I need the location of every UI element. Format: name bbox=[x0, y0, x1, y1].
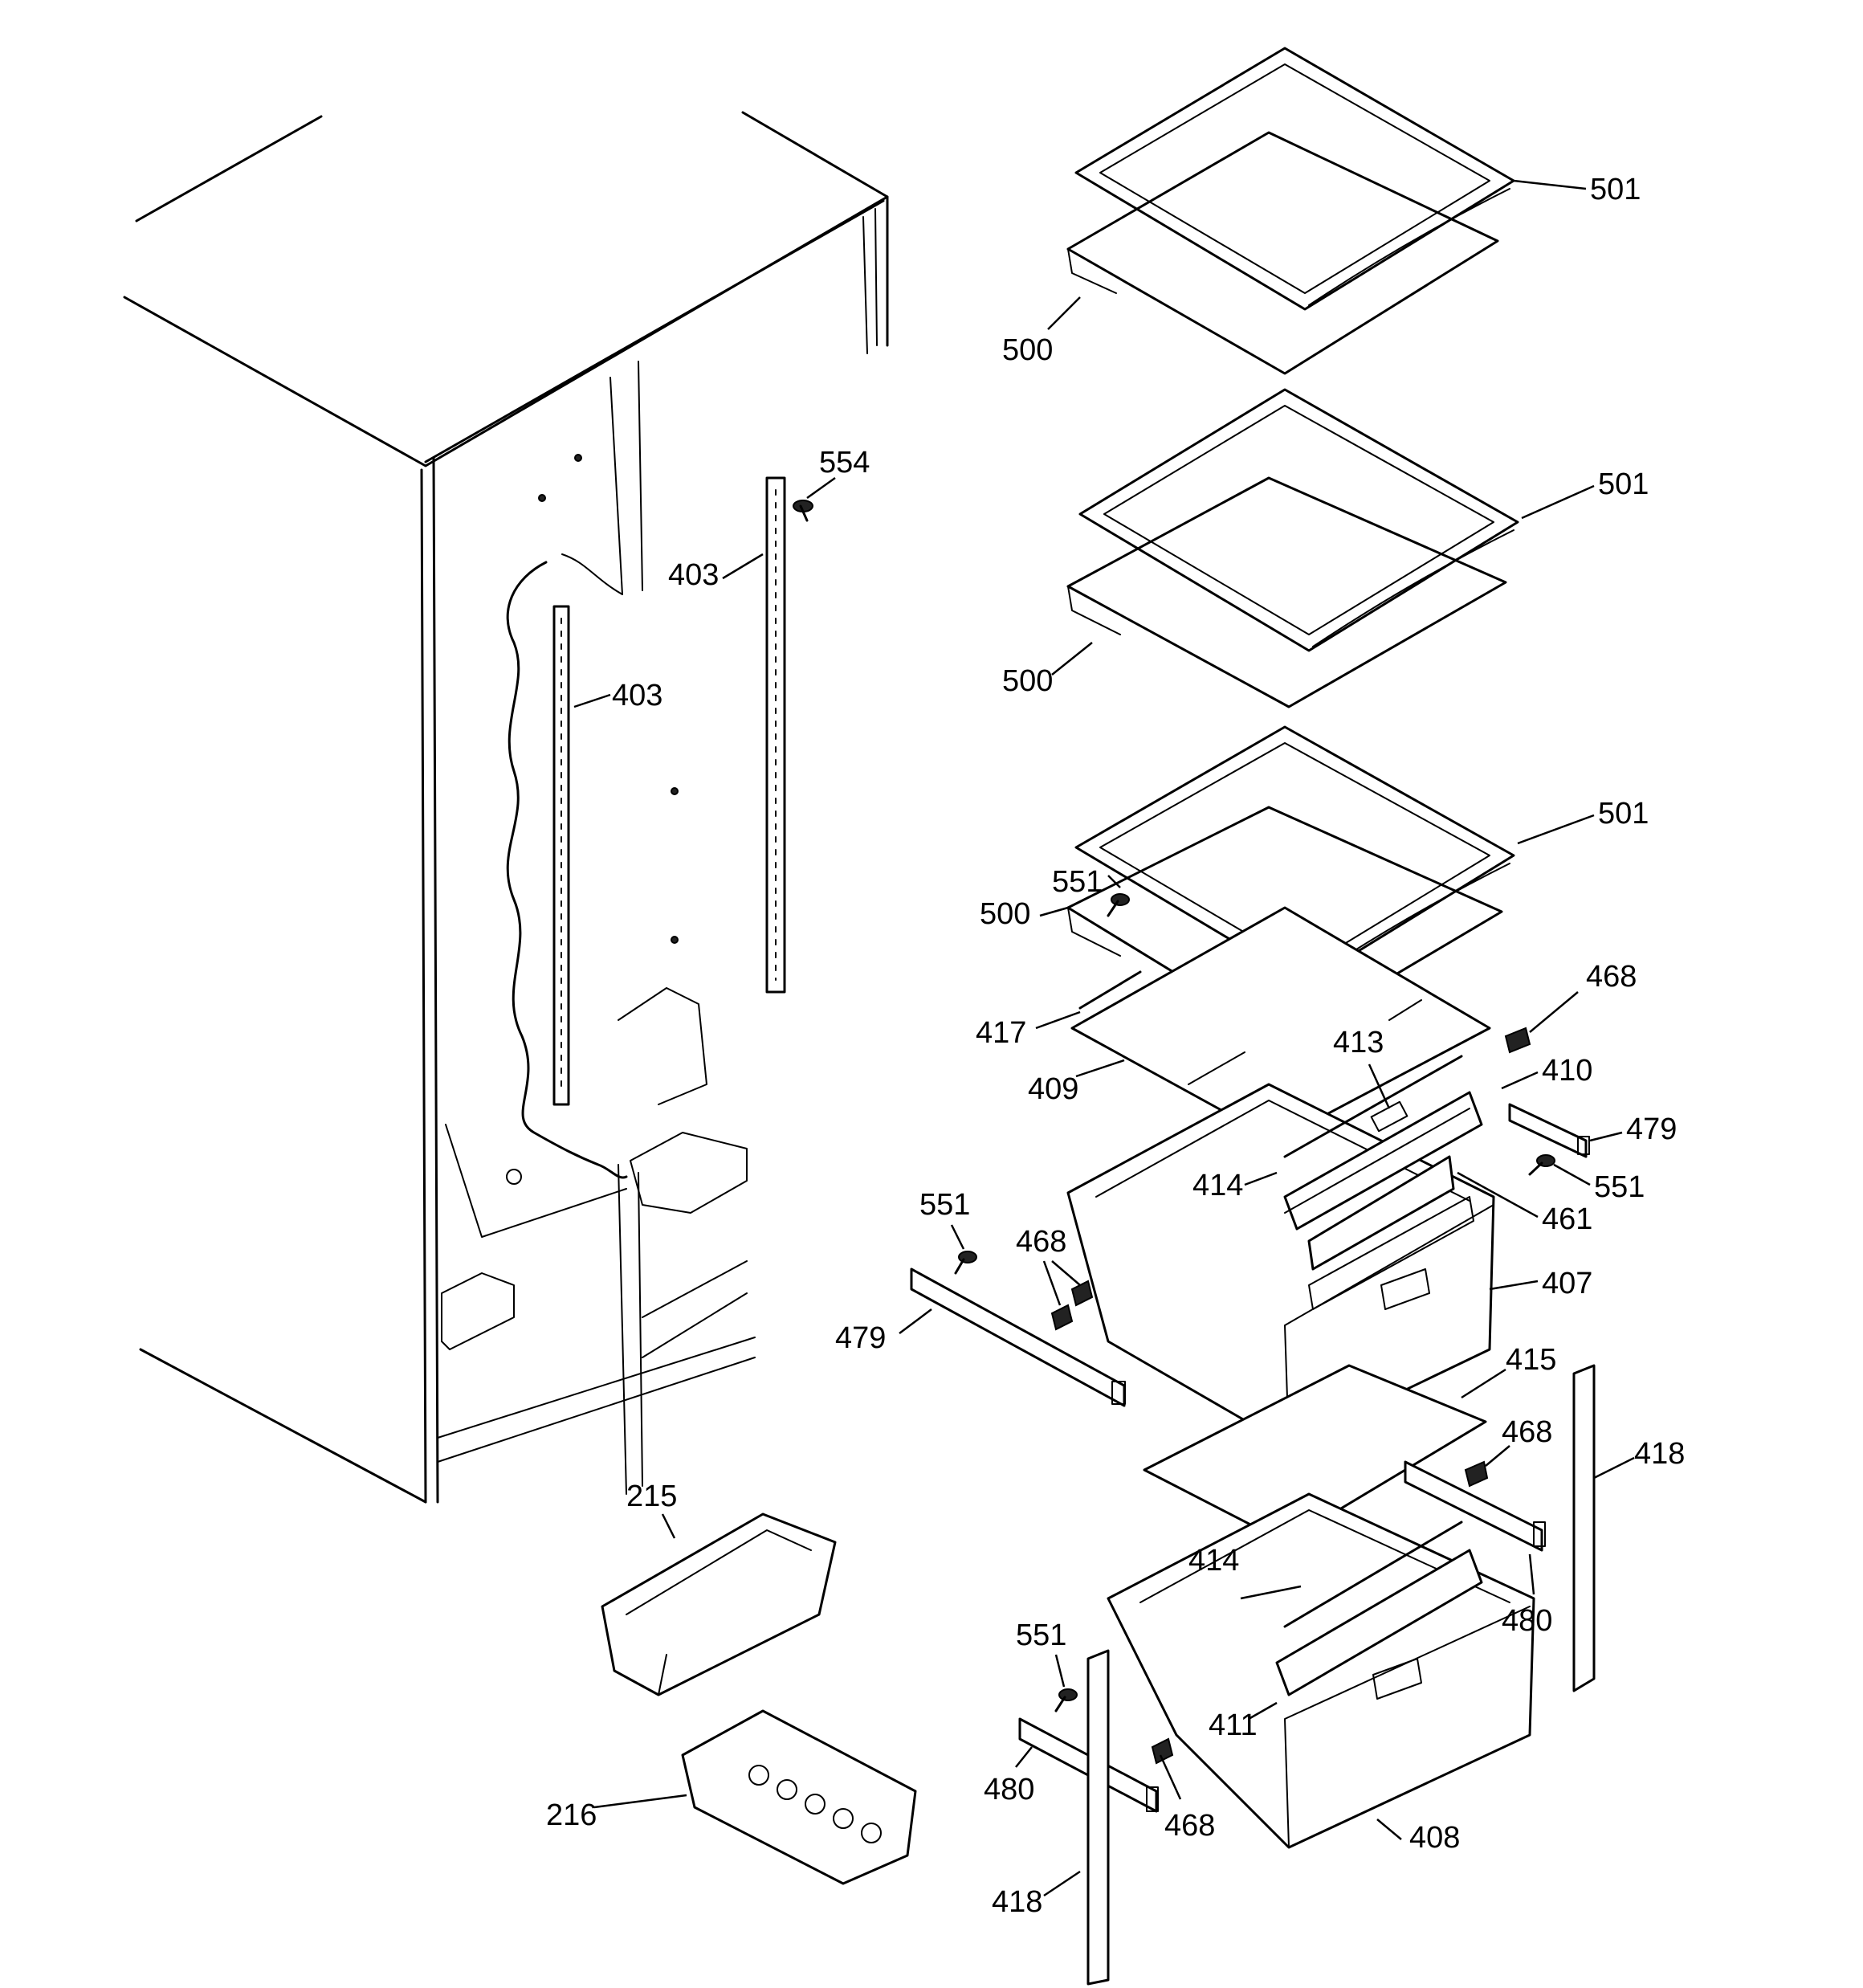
leader-lines bbox=[573, 179, 1635, 1897]
clip-468-left-upper bbox=[1050, 1280, 1094, 1331]
callout-417: 417 bbox=[976, 1016, 1026, 1050]
callout-414-upper: 414 bbox=[1192, 1169, 1243, 1202]
bar-414-lower bbox=[1283, 1521, 1463, 1628]
callout-551-lower: 551 bbox=[1016, 1619, 1066, 1652]
callout-501-lower: 501 bbox=[1598, 797, 1649, 831]
screw-551-left bbox=[954, 1251, 977, 1275]
callout-551-shelf: 551 bbox=[1052, 865, 1103, 899]
callout-468-left-lower: 468 bbox=[1164, 1809, 1215, 1843]
shelf-rail-403-left bbox=[552, 605, 570, 1106]
glass-cover-409 bbox=[1070, 906, 1491, 1142]
callout-479-right: 479 bbox=[1626, 1112, 1677, 1146]
callout-479-left: 479 bbox=[835, 1321, 886, 1355]
clip-468-left-lower bbox=[1151, 1737, 1174, 1765]
callout-418-right: 418 bbox=[1634, 1437, 1685, 1471]
glass-cover-415 bbox=[1143, 1364, 1487, 1544]
callout-551-right: 551 bbox=[1594, 1170, 1645, 1204]
callout-554: 554 bbox=[819, 446, 870, 480]
callout-468-right-lower: 468 bbox=[1502, 1415, 1552, 1449]
callout-411: 411 bbox=[1209, 1708, 1258, 1742]
callout-403-right: 403 bbox=[668, 558, 719, 592]
callout-500-top: 500 bbox=[1002, 333, 1053, 367]
screw-551-right bbox=[1528, 1154, 1555, 1176]
bin-216 bbox=[681, 1709, 917, 1885]
slide-479-right bbox=[1508, 1103, 1590, 1158]
callout-480-right: 480 bbox=[1502, 1604, 1552, 1638]
callout-215: 215 bbox=[626, 1480, 677, 1513]
callout-407: 407 bbox=[1542, 1267, 1592, 1300]
screw-551-shelf bbox=[1107, 893, 1130, 917]
screw-551-lower bbox=[1054, 1688, 1078, 1712]
callout-410: 410 bbox=[1542, 1054, 1592, 1088]
callout-500-middle: 500 bbox=[1002, 664, 1053, 698]
callout-501-middle: 501 bbox=[1598, 467, 1649, 501]
shelf-frame-500-middle bbox=[1066, 476, 1507, 708]
callout-468-left-upper: 468 bbox=[1016, 1225, 1066, 1259]
panel-418-left bbox=[1086, 1649, 1110, 1986]
callout-501-top: 501 bbox=[1590, 173, 1641, 206]
callout-468-upper-right: 468 bbox=[1586, 960, 1637, 994]
callout-551-left: 551 bbox=[919, 1188, 970, 1222]
callout-408: 408 bbox=[1409, 1821, 1460, 1855]
rail-417 bbox=[1078, 970, 1142, 1010]
divider-461 bbox=[1307, 1155, 1455, 1271]
drawer-cover-411 bbox=[1275, 1549, 1483, 1696]
slide-479-left bbox=[910, 1268, 1126, 1407]
callout-409: 409 bbox=[1028, 1072, 1078, 1106]
callout-labels: 501 500 501 500 501 500 551 554 403 403 … bbox=[546, 173, 1685, 1919]
drawer-cover-410 bbox=[1283, 1091, 1483, 1231]
clip-468-right-lower bbox=[1464, 1460, 1489, 1488]
callout-500-lower: 500 bbox=[980, 897, 1030, 931]
callout-480-left: 480 bbox=[984, 1773, 1034, 1806]
callout-403-left: 403 bbox=[612, 679, 662, 712]
callout-461: 461 bbox=[1542, 1202, 1592, 1236]
screw-554 bbox=[793, 500, 813, 522]
shelf-rail-403-right bbox=[765, 476, 786, 994]
clip-468-right-upper bbox=[1504, 1027, 1531, 1054]
slide-480-right bbox=[1404, 1460, 1546, 1552]
refrigerator-cabinet bbox=[123, 111, 889, 1504]
callout-418-left: 418 bbox=[992, 1885, 1042, 1919]
shelf-501-top bbox=[1074, 47, 1515, 311]
shelf-501-middle bbox=[1078, 388, 1519, 652]
bar-414-upper bbox=[1283, 1055, 1463, 1158]
humidity-control-413 bbox=[1370, 1100, 1408, 1133]
callout-415: 415 bbox=[1506, 1343, 1556, 1377]
callout-413: 413 bbox=[1333, 1026, 1384, 1059]
bin-215 bbox=[601, 1512, 837, 1696]
panel-418-right bbox=[1572, 1364, 1596, 1692]
callout-216: 216 bbox=[546, 1798, 597, 1832]
shelf-frame-500-top bbox=[1066, 131, 1499, 375]
callout-414-lower: 414 bbox=[1188, 1544, 1239, 1578]
